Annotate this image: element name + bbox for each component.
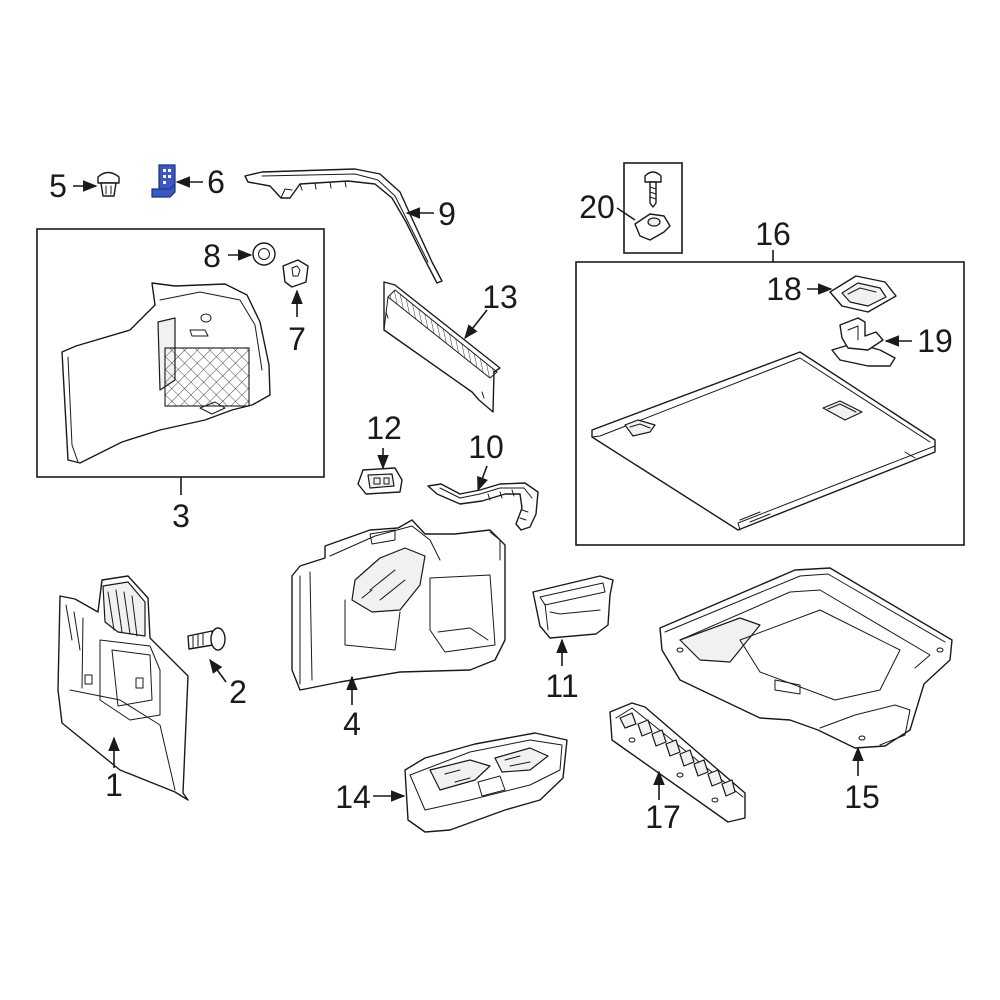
part-19-hook <box>831 317 896 367</box>
callout-3: 3 <box>172 498 190 534</box>
part-20-screw-clip <box>634 171 671 241</box>
callout-5: 5 <box>49 168 67 204</box>
part-14-tool-tray <box>404 732 568 833</box>
callout-17: 17 <box>645 799 681 835</box>
part-12-lamp <box>357 467 403 495</box>
part-2-push-pin <box>187 627 226 651</box>
foam-cutouts <box>619 712 736 803</box>
leader-13 <box>464 309 488 340</box>
part-17-foam-insert <box>609 702 746 823</box>
part-6-bracket <box>151 164 176 198</box>
callout-6: 6 <box>207 164 225 200</box>
callout-7: 7 <box>288 321 306 357</box>
part-15-floor-tub <box>659 567 953 749</box>
callout-8: 8 <box>203 238 221 274</box>
callout-9: 9 <box>438 196 456 232</box>
part-7-nut <box>282 259 309 288</box>
leader-20 <box>616 207 636 221</box>
callout-19: 19 <box>917 323 953 359</box>
part-8-grommet <box>252 242 276 266</box>
callout-20: 20 <box>579 189 615 225</box>
part-16-floor-mat <box>591 351 936 531</box>
part-9-upper-trim <box>244 168 443 284</box>
part-13-sill-plate <box>383 281 501 413</box>
part-1-side-panel <box>57 575 189 801</box>
group-16-frame <box>575 261 965 546</box>
part-10-side-bracket <box>427 482 539 531</box>
part-4-storage-tub <box>291 519 506 691</box>
callout-10: 10 <box>468 429 504 465</box>
callout-18: 18 <box>766 271 802 307</box>
part-5-clip <box>97 171 120 197</box>
callout-2: 2 <box>229 674 247 710</box>
part-3-quarter-panel <box>61 282 271 464</box>
callout-11: 11 <box>545 668 578 704</box>
callout-1: 1 <box>105 767 123 803</box>
part-18-handle-bezel <box>829 275 897 313</box>
leader-10 <box>477 465 488 492</box>
callout-12: 12 <box>366 410 402 446</box>
group-20-frame <box>623 162 683 254</box>
callout-13: 13 <box>482 279 518 315</box>
part-11-small-bin <box>532 575 614 639</box>
callout-4: 4 <box>343 706 361 742</box>
callout-16: 16 <box>755 216 791 252</box>
callout-15: 15 <box>844 779 880 815</box>
leader-2 <box>209 658 227 683</box>
callout-14: 14 <box>335 779 371 815</box>
